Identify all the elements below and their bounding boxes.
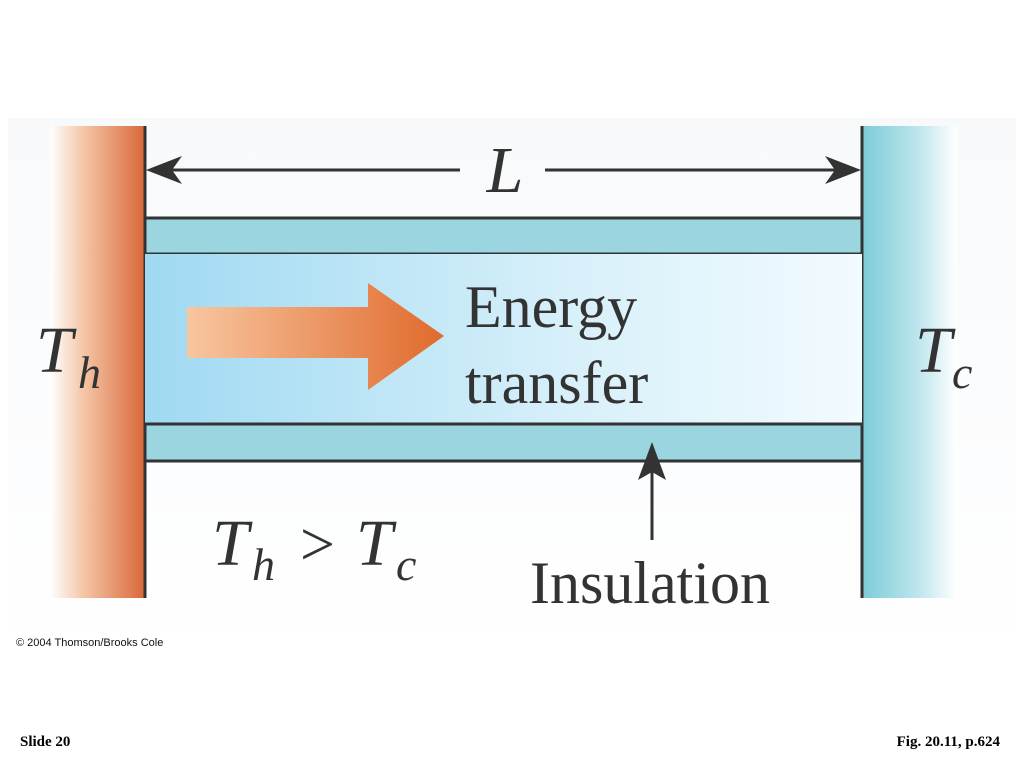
svg-text:c: c: [396, 539, 416, 590]
energy-label-line2: transfer: [465, 350, 648, 416]
insulation-bottom: [143, 422, 864, 463]
length-label: L: [486, 134, 524, 207]
svg-text:>: >: [300, 511, 335, 579]
svg-text:T: T: [356, 507, 397, 580]
cold-reservoir: [862, 126, 957, 598]
insulation-pointer: [638, 442, 666, 540]
insulation-top: [143, 216, 864, 256]
slide-number: Slide 20: [20, 734, 71, 750]
hot-reservoir: [50, 126, 145, 598]
copyright-notice: © 2004 Thomson/Brooks Cole: [16, 637, 164, 649]
svg-text:T: T: [36, 314, 77, 387]
svg-text:c: c: [952, 347, 972, 398]
svg-text:T: T: [915, 314, 956, 387]
figure-reference: Fig. 20.11, p.624: [896, 734, 1000, 750]
length-dimension: L: [146, 134, 861, 207]
cold-temperature-label: T c: [915, 314, 972, 398]
svg-text:h: h: [78, 347, 101, 398]
hot-temperature-label: T h: [36, 314, 101, 398]
insulation-label: Insulation: [530, 550, 770, 616]
energy-label-line1: Energy: [465, 274, 637, 340]
svg-text:T: T: [212, 507, 253, 580]
temperature-condition: T h > T c: [212, 507, 416, 590]
svg-text:h: h: [252, 539, 275, 590]
energy-flow-arrow: [187, 283, 444, 390]
